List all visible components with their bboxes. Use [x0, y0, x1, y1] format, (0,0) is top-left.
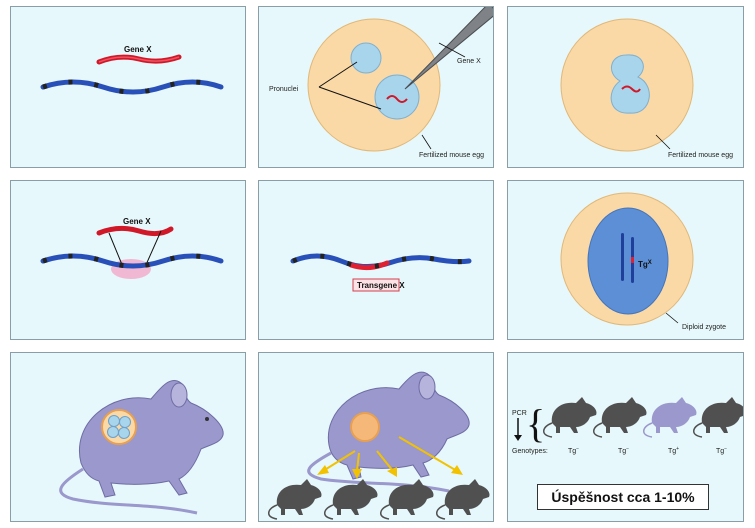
- panel-transgene-art: Transgene X: [290, 253, 472, 292]
- fusing-pronuclei: [610, 54, 650, 114]
- panel-pronuclei-fusion-art: Fertilized mouse egg: [560, 18, 733, 159]
- panel-offspring: [258, 352, 494, 522]
- brace: {: [526, 401, 545, 446]
- genotypes-label: Genotypes:: [512, 448, 548, 455]
- chromosome-left: [621, 233, 624, 281]
- gene-x-label-2: Gene X: [457, 58, 481, 65]
- tested-mouse-4: [693, 397, 743, 438]
- fertilized-egg-label-2: Fertilized mouse egg: [668, 152, 733, 159]
- gene-x-label: Gene X: [124, 45, 152, 54]
- pronucleus-small: [350, 42, 382, 74]
- panel-pronuclei-fusion: Fertilized mouse egg: [507, 6, 744, 168]
- pronuclei-label: Pronuclei: [269, 86, 299, 93]
- panel-gene-x-dna: Gene X: [10, 6, 246, 168]
- arrow-4: [398, 436, 458, 472]
- pup-3: [380, 479, 434, 520]
- surrogate-mouse: [79, 379, 224, 498]
- panel-microinjection: Pronuclei Gene X Fertilized mouse egg: [258, 6, 494, 168]
- pup-2: [324, 479, 378, 520]
- panel-diploid-zygote: TgX Diploid zygote: [507, 180, 744, 340]
- pcr-label: PCR: [512, 410, 527, 417]
- fertilized-egg-label: Fertilized mouse egg: [419, 152, 484, 159]
- panel-diploid-zygote-art: TgX Diploid zygote: [560, 192, 726, 331]
- panel-pcr-genotyping-art: PCR { Genotypes: Tg− Tg− Tg+ Tg−: [512, 397, 743, 455]
- panel-microinjection-art: Pronuclei Gene X Fertilized mouse egg: [269, 7, 493, 159]
- zygote-label: Diploid zygote: [682, 324, 726, 331]
- arrow-3: [376, 450, 394, 472]
- gene-x-label-3: Gene X: [123, 217, 151, 226]
- arrow-2: [356, 452, 360, 472]
- tested-mouse-2: [593, 397, 647, 438]
- chromosome-dna-2: [40, 253, 224, 269]
- fertilized-egg: [307, 18, 441, 152]
- success-rate-box: Úspěšnost cca 1-10%: [537, 484, 709, 510]
- panel-gene-x-dna-art: Gene X: [40, 45, 224, 95]
- transgene-label: Transgene X: [357, 281, 405, 290]
- uterus-embryo: [350, 412, 380, 442]
- pup-1: [268, 479, 322, 520]
- genotype-2: Tg−: [618, 446, 629, 455]
- transgene-label-box: [352, 278, 400, 292]
- genotype-4: Tg−: [716, 446, 727, 455]
- panel-integration: Gene X: [10, 180, 246, 340]
- tested-mouse-1: [543, 397, 597, 438]
- chromosome-dna: [40, 79, 224, 95]
- genotype-3: Tg+: [668, 446, 679, 455]
- embryo-cluster: [101, 409, 137, 445]
- tested-mouse-3-transgenic: [643, 397, 697, 438]
- zygote-nucleus: [587, 207, 669, 315]
- panel-transgene: Transgene X: [258, 180, 494, 340]
- mother-mouse: [327, 371, 470, 480]
- tg-label: TgX: [638, 260, 652, 269]
- gene-x-strand-2: [96, 225, 174, 237]
- pup-4: [436, 479, 490, 520]
- integration-site: [111, 259, 151, 279]
- injected-gene: [386, 95, 408, 103]
- genotype-1: Tg−: [568, 446, 579, 455]
- panel-surrogate-implant: [10, 352, 246, 522]
- arrow-1: [322, 450, 356, 472]
- panel-surrogate-implant-art: [59, 379, 224, 515]
- panel-offspring-art: [268, 371, 490, 520]
- panel-integration-art: Gene X: [40, 217, 224, 279]
